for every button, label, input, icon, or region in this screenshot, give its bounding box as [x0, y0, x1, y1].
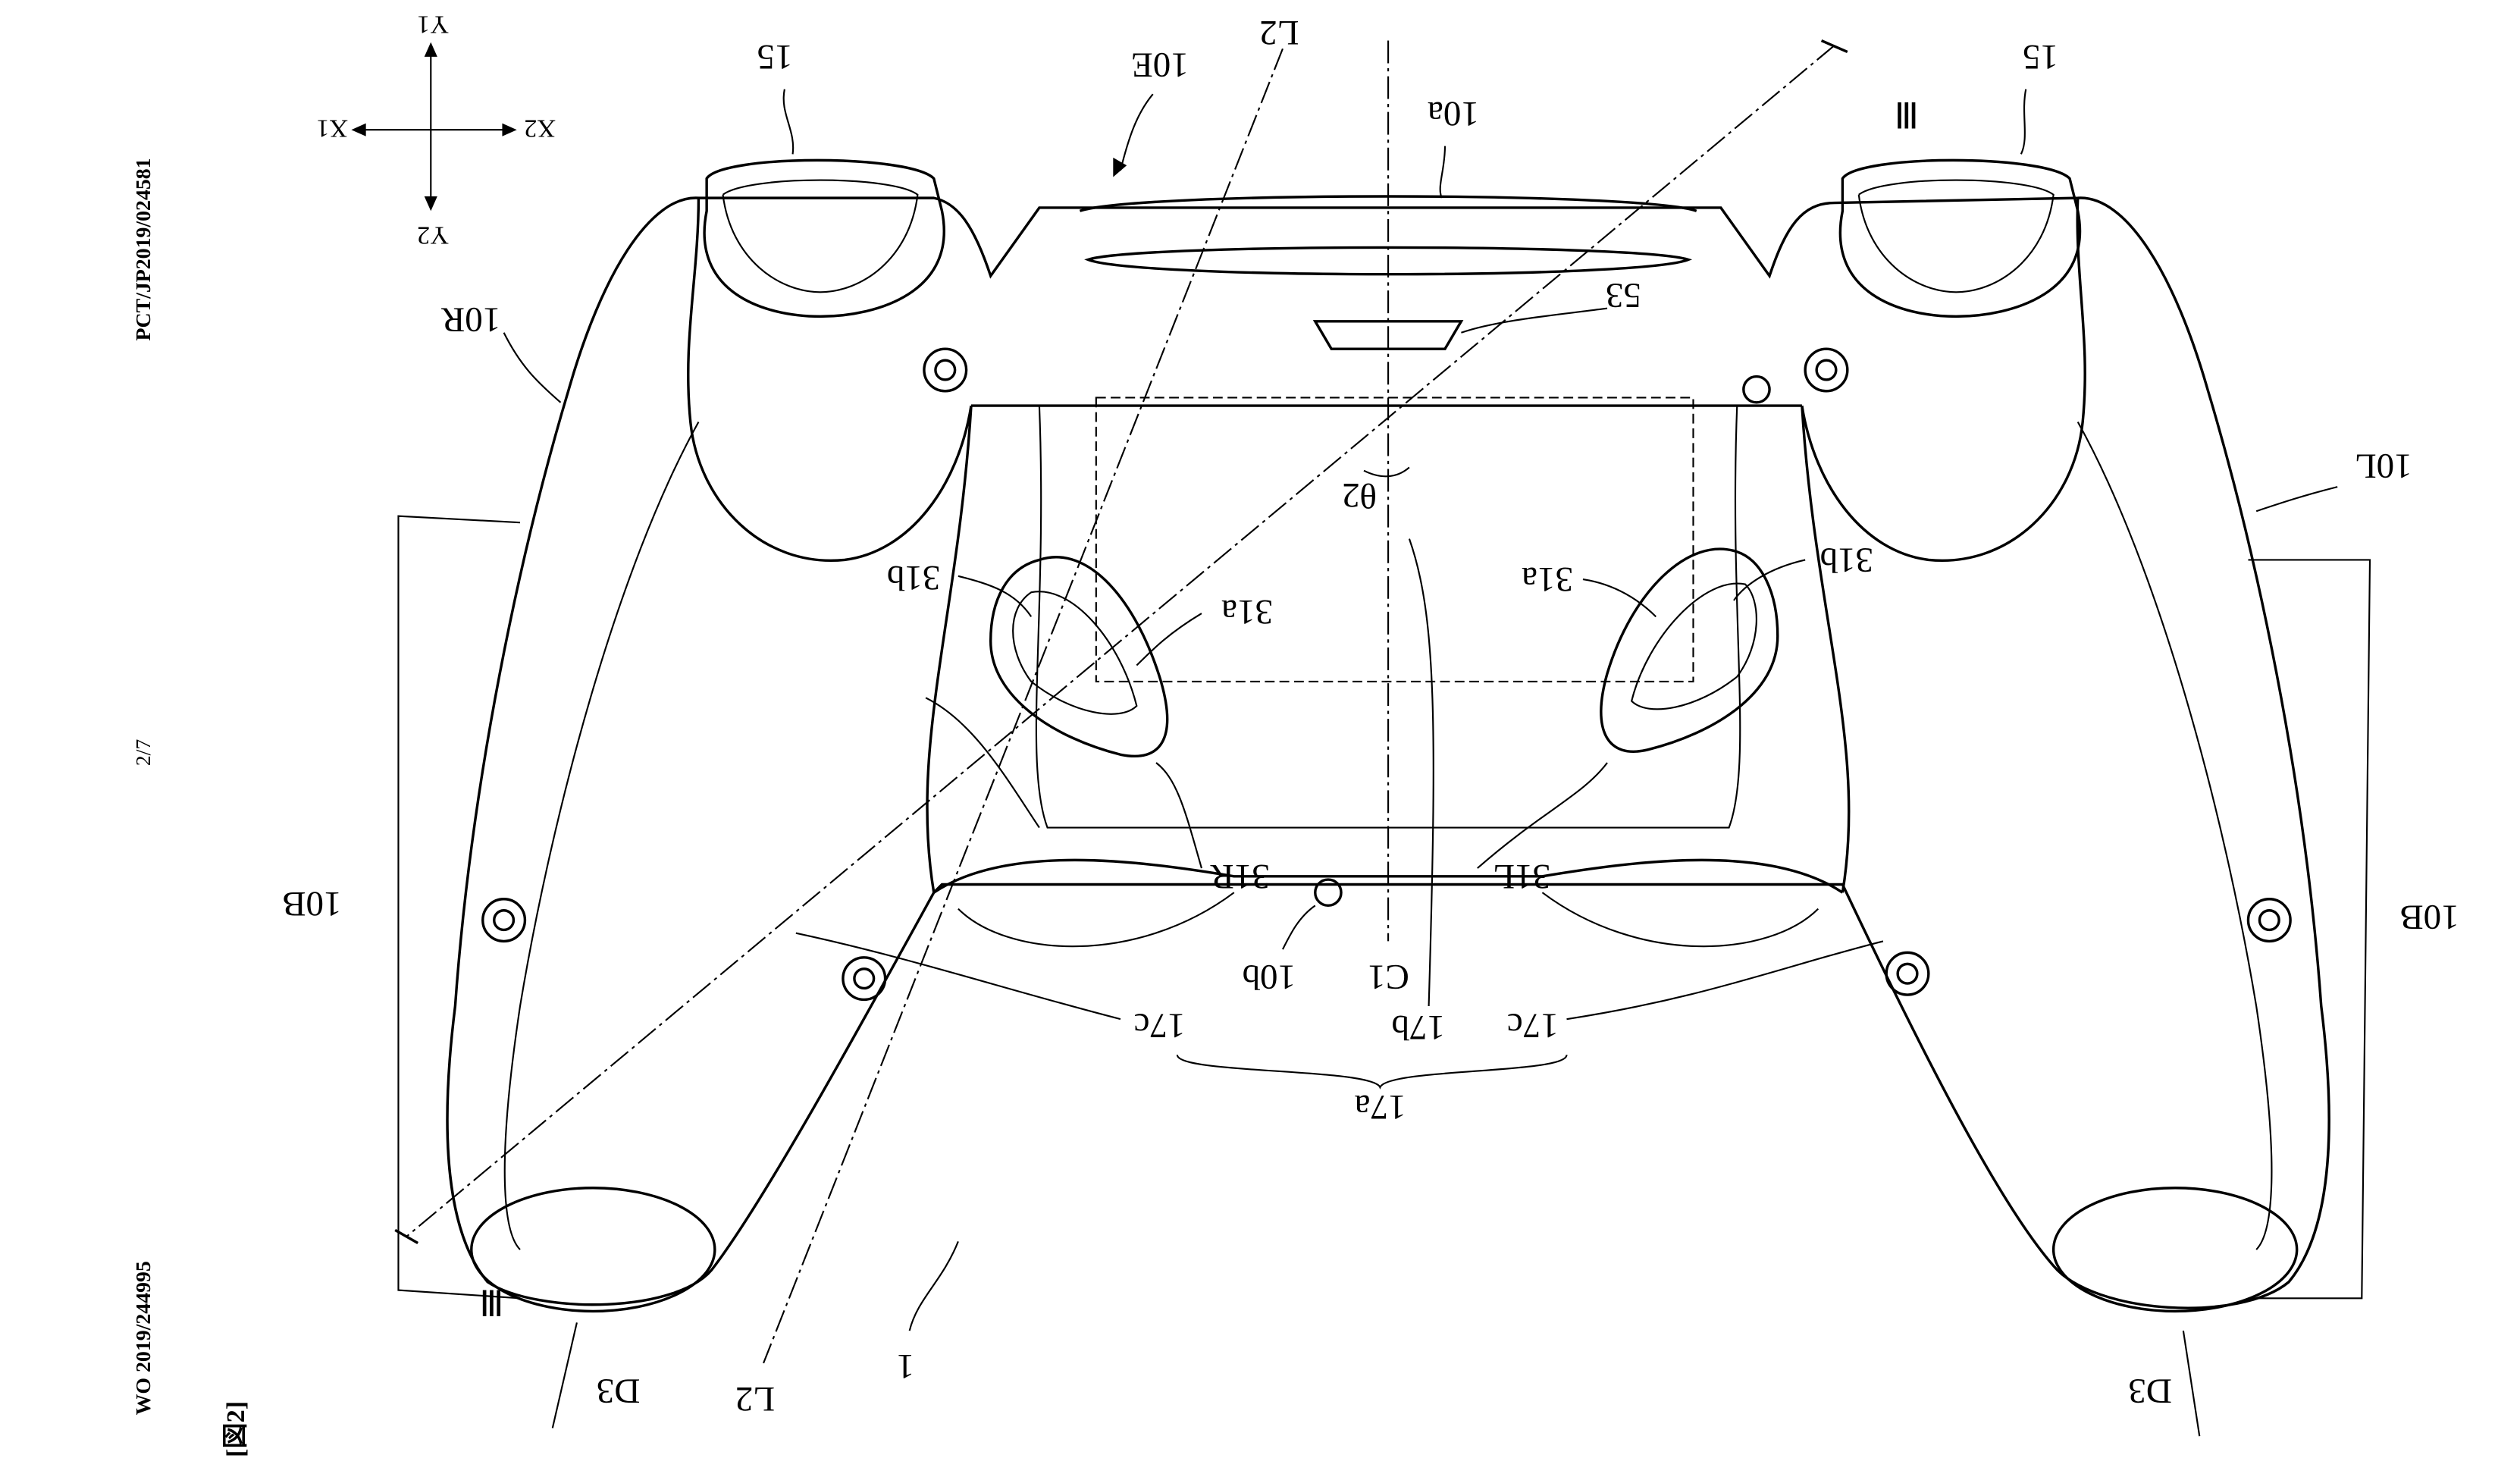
grip-end-left	[470, 1187, 716, 1313]
application-number: PCT/JP2019/024581	[132, 158, 155, 340]
grip-end-right	[2051, 1187, 2299, 1313]
back-button-31r	[989, 556, 1169, 757]
label-53: 53	[1606, 276, 1641, 315]
label-d3-left: D3	[597, 1371, 641, 1410]
axis-y1-label: Y1	[417, 10, 449, 39]
back-button-31l	[1600, 547, 1779, 753]
label-31l: 31L	[1493, 857, 1550, 896]
label-10r: 10R	[440, 300, 500, 340]
label-10l: 10L	[2355, 446, 2412, 485]
leader-lines	[503, 89, 2338, 1437]
axis-x2-label: X2	[524, 114, 556, 143]
label-l2-bottom: L2	[735, 1379, 775, 1419]
page-number: 2/7	[132, 739, 155, 767]
publication-number: WO 2019/244995	[132, 1261, 155, 1415]
section-line-iii	[406, 45, 1835, 1237]
label-iii-top: Ⅲ	[1895, 94, 1919, 133]
label-1: 1	[897, 1347, 915, 1386]
controller-body	[446, 158, 2330, 1313]
label-31r: 31R	[1210, 857, 1270, 896]
label-l2-top: L2	[1259, 13, 1299, 52]
controller-outline	[446, 196, 2330, 1309]
label-17b: 17b	[1391, 1008, 1445, 1047]
axis-x1-label: X1	[316, 114, 348, 143]
label-10a: 10a	[1428, 94, 1479, 133]
label-15-right: 15	[2023, 37, 2058, 77]
label-31b-left: 31b	[887, 558, 941, 597]
label-10b-left: 10B	[282, 884, 341, 923]
label-10b-connector: 10b	[1242, 958, 1296, 997]
figure-label: [図2]	[221, 1401, 250, 1457]
label-17c-right: 17c	[1507, 1006, 1559, 1046]
label-10e: 10E	[1131, 45, 1189, 85]
label-iii-bottom: Ⅲ	[479, 1282, 503, 1322]
trigger-left	[703, 158, 945, 318]
line-l2	[763, 48, 1284, 1364]
axis-y2-label: Y2	[417, 221, 449, 250]
region-53	[1095, 397, 1694, 683]
label-17c-left: 17c	[1134, 1006, 1186, 1046]
label-31a-left: 31a	[1221, 592, 1273, 632]
label-31a-right: 31a	[1522, 560, 1573, 599]
axis-indicator: Y1 Y2 X1 X2	[316, 10, 556, 249]
label-15-left: 15	[757, 37, 793, 77]
label-31b-right: 31b	[1819, 540, 1873, 579]
label-10b-right: 10B	[2399, 897, 2459, 936]
trigger-right	[1838, 158, 2082, 318]
reference-labels: 15 10E L2 10a 15 Ⅲ 53 10R 10L θ2 31b 31a…	[282, 13, 2459, 1419]
label-d3-right: D3	[2128, 1371, 2172, 1410]
label-17a: 17a	[1355, 1087, 1406, 1127]
label-theta2: θ2	[1342, 475, 1377, 515]
label-c1: C1	[1368, 958, 1409, 997]
